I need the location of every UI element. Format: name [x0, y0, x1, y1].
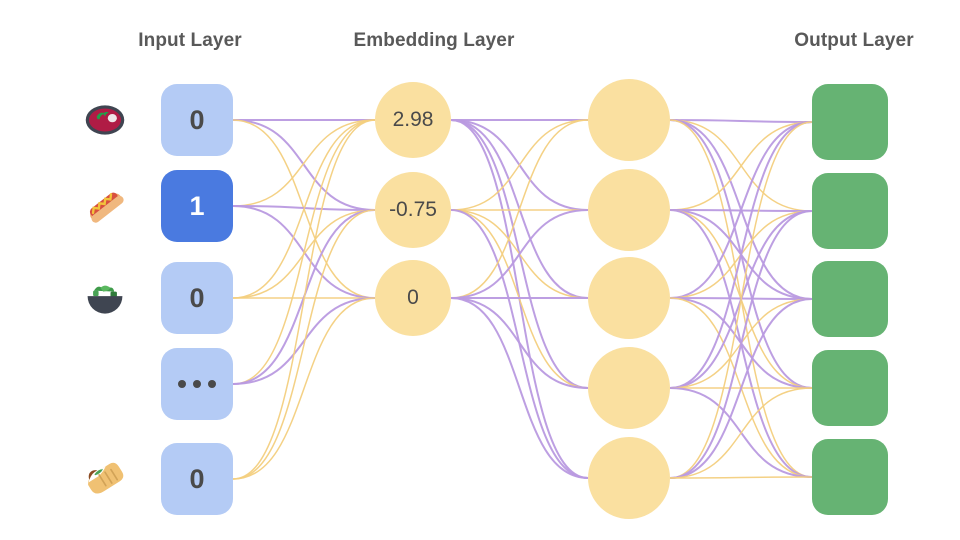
embedding-node-value: 0 — [407, 286, 419, 309]
edge — [232, 119, 376, 480]
input-node-4[interactable]: 0 — [161, 443, 233, 515]
edge — [669, 119, 813, 389]
input-node-0[interactable]: 0 — [161, 84, 233, 156]
embedding-node-1[interactable]: -0.75 — [375, 172, 451, 248]
edge — [232, 209, 376, 385]
embedding-node-value: -0.75 — [389, 198, 437, 221]
edge — [669, 121, 813, 299]
edge — [450, 209, 589, 479]
edge — [232, 205, 376, 211]
input-node-value: 0 — [189, 463, 205, 494]
edge — [669, 119, 813, 123]
edge — [232, 119, 376, 207]
embedding-layer-title: Embedding Layer — [353, 30, 515, 51]
edge — [450, 119, 589, 479]
soup-bowl-icon — [81, 96, 129, 144]
edge — [450, 209, 589, 299]
edge — [232, 119, 376, 385]
hot-dog-icon — [81, 182, 129, 230]
edge — [669, 209, 813, 478]
edge — [232, 297, 376, 385]
input-layer-title: Input Layer — [138, 30, 242, 51]
edge — [669, 121, 813, 479]
edge — [450, 119, 589, 389]
edges-hidden-to-output — [669, 119, 813, 479]
edge — [669, 209, 813, 389]
edge — [669, 121, 813, 389]
hidden-node-0[interactable] — [588, 79, 670, 161]
edge — [669, 210, 813, 479]
edge — [450, 119, 589, 299]
edge — [450, 297, 589, 389]
hidden-node-4[interactable] — [588, 437, 670, 519]
edge — [232, 119, 376, 299]
edge — [450, 119, 589, 211]
edges-embedding-to-hidden — [450, 118, 589, 479]
edge — [669, 119, 813, 478]
edges-input-to-embedding — [232, 118, 376, 480]
hidden-node-2[interactable] — [588, 257, 670, 339]
edge — [450, 119, 589, 211]
input-node-1[interactable]: 1 — [161, 170, 233, 242]
burrito-icon — [81, 455, 129, 503]
salad-bowl-icon — [81, 274, 129, 322]
edge — [669, 476, 813, 479]
output-node-0[interactable] — [812, 84, 888, 160]
output-node-3[interactable] — [812, 350, 888, 426]
ellipsis-icon — [178, 380, 216, 388]
input-node-value: 0 — [189, 282, 205, 313]
input-node-value: 1 — [189, 190, 205, 221]
embedding-node-value: 2.98 — [392, 108, 434, 131]
edge — [669, 387, 813, 479]
edge — [450, 209, 589, 299]
output-node-4[interactable] — [812, 439, 888, 515]
edge — [669, 387, 813, 478]
edge — [450, 297, 589, 479]
edge — [669, 119, 813, 300]
input-node-value: 0 — [189, 104, 205, 135]
edge — [669, 298, 813, 479]
edge — [450, 209, 589, 389]
edge — [669, 297, 813, 300]
edge — [669, 119, 813, 212]
edge — [232, 205, 376, 299]
edge — [232, 119, 376, 211]
embedding-node-0[interactable]: 2.98 — [375, 82, 451, 158]
edge — [232, 209, 376, 480]
input-node-3[interactable] — [161, 348, 233, 420]
edge — [669, 297, 813, 478]
edge — [669, 210, 813, 389]
edge — [669, 298, 813, 389]
input-node-2[interactable]: 0 — [161, 262, 233, 334]
edge — [669, 297, 813, 389]
edge — [669, 210, 813, 299]
hidden-node-3[interactable] — [588, 347, 670, 429]
embedding-node-2[interactable]: 0 — [375, 260, 451, 336]
edge — [232, 209, 376, 299]
edge — [669, 121, 813, 211]
output-layer-title: Output Layer — [794, 30, 914, 51]
edge — [450, 119, 589, 299]
output-node-1[interactable] — [812, 173, 888, 249]
edge — [669, 209, 813, 300]
edge — [232, 297, 376, 480]
output-node-2[interactable] — [812, 261, 888, 337]
hidden-node-1[interactable] — [588, 169, 670, 251]
edge — [669, 209, 813, 212]
edge — [232, 119, 376, 299]
